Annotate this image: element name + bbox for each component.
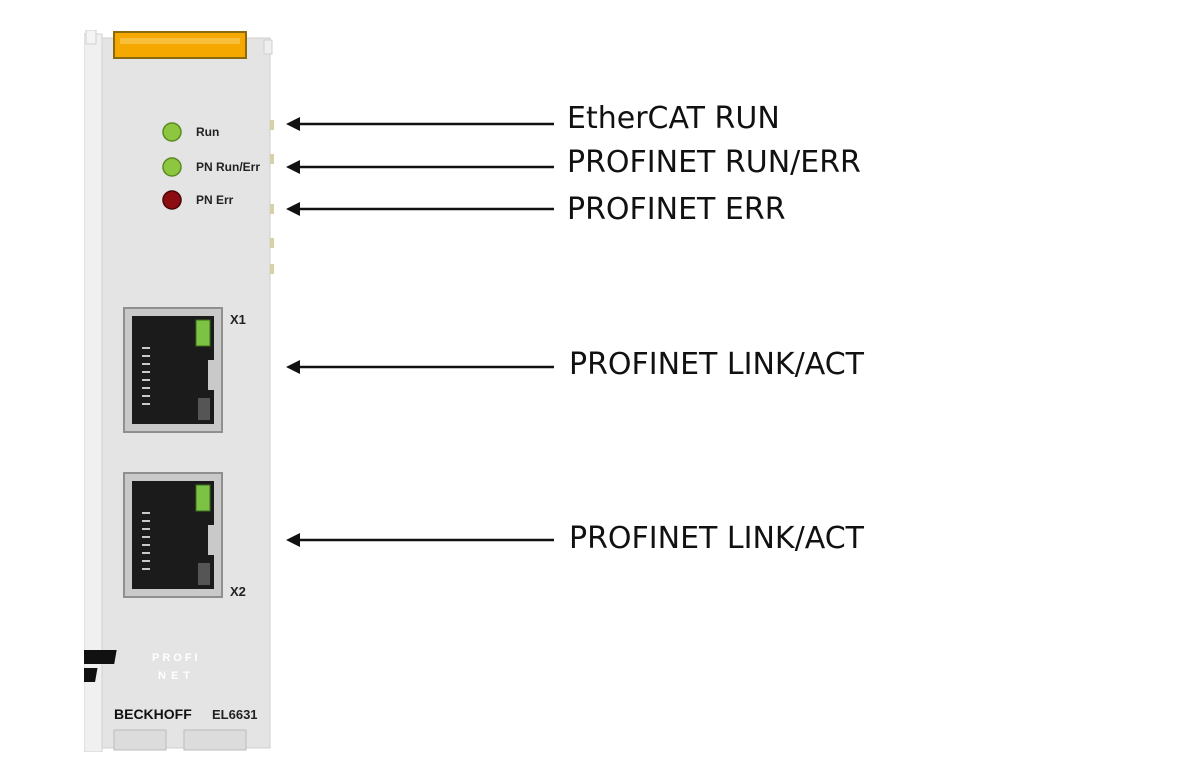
model-label: EL6631 (212, 707, 258, 722)
callout-profinet-run-err: PROFINET RUN/ERR (567, 145, 861, 180)
callout-ethercat-run: EtherCAT RUN (567, 101, 780, 136)
callout-profinet-err: PROFINET ERR (567, 192, 786, 227)
led-label-pn-err: PN Err (196, 193, 234, 207)
led-run (162, 122, 182, 142)
led-group: Run PN Run/Err PN Err (162, 122, 260, 210)
callout-profinet-link-act-x2: PROFINET LINK/ACT (569, 521, 864, 556)
led-label-run: Run (196, 125, 219, 139)
profinet-logo: PROFI NET (84, 650, 201, 682)
led-pn-err (162, 190, 182, 210)
brand-label: BECKHOFF (114, 706, 192, 722)
led-label-pn-run-err: PN Run/Err (196, 160, 260, 174)
port-label-x1: X1 (230, 312, 246, 327)
bottom-foot-left (113, 729, 167, 751)
bottom-foot-right (183, 729, 247, 751)
arrow-profinet-run-err (286, 160, 554, 174)
terminal-side-contacts (270, 120, 274, 274)
arrow-profinet-link-act-x1 (286, 360, 554, 374)
profinet-logo-bottom: NET (158, 670, 195, 682)
release-latch[interactable] (113, 31, 247, 59)
ethernet-port-x1[interactable]: X1 (123, 307, 246, 433)
led-pn-run-err (162, 157, 182, 177)
arrow-profinet-link-act-x2 (286, 533, 554, 547)
ethernet-port-x2[interactable]: X2 (123, 472, 246, 599)
callout-profinet-link-act-x1: PROFINET LINK/ACT (569, 347, 864, 382)
el6631-terminal: Run PN Run/Err PN Err X1 (84, 30, 274, 752)
terminal-left-rail (84, 33, 103, 752)
port-label-x2: X2 (230, 584, 246, 599)
arrow-profinet-err (286, 202, 554, 216)
arrow-ethercat-run (286, 117, 554, 131)
profinet-logo-top: PROFI (152, 652, 201, 664)
